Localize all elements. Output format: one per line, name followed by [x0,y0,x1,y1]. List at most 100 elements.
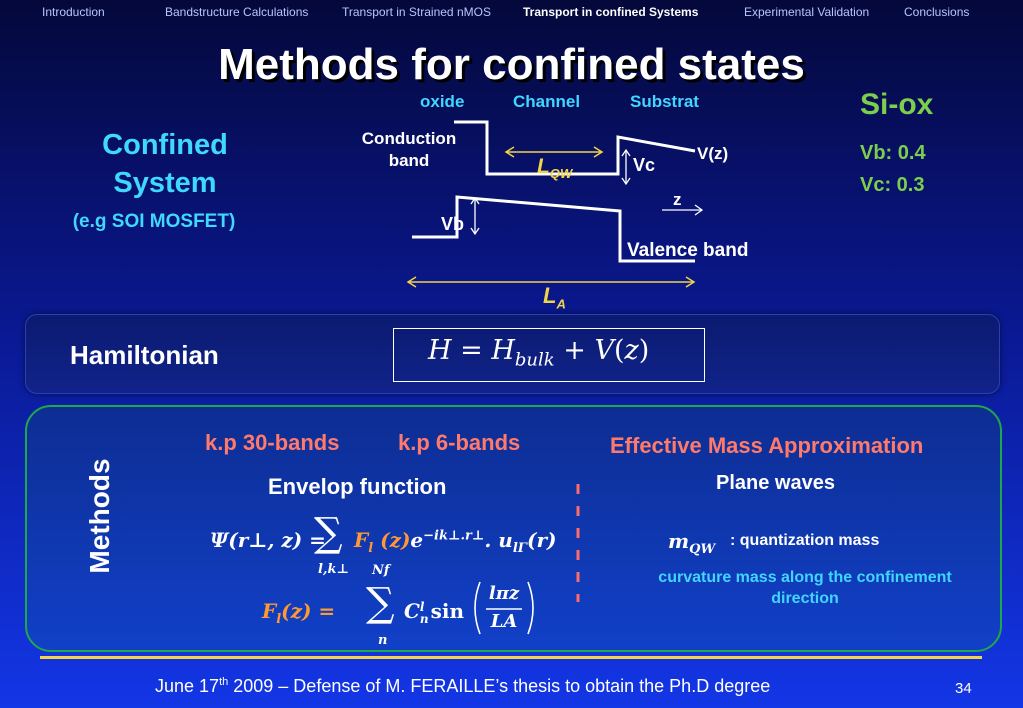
band-diagram [406,120,704,288]
eq-equals: = [460,335,483,366]
psi-rhs: Fl (z)e−ik⊥.r⊥. ulΓ(r) [354,528,556,556]
eq-h: H [428,335,452,366]
psi-u-arg: (r) [527,528,557,552]
conduction-line1: Conduction [361,129,457,148]
psi-f-sub: l [368,541,374,556]
eq-z: z [624,335,639,366]
plane-waves-label: Plane waves [716,472,835,494]
label-substrat: Substrat [630,92,699,111]
psi-fz: (z) [380,528,411,552]
sum2-lower: n [378,633,388,648]
envelop-function-label: Envelop function [268,474,447,499]
param-vc: Vc: 0.3 [860,174,925,196]
mqw-sub: QW [689,542,716,557]
hamiltonian-equation: H = Hbulk + V(z) [428,335,649,370]
label-channel: Channel [513,92,581,111]
f2-rest: (z) = [281,599,336,623]
curvature-line2: direction [771,590,839,607]
f-formula-lhs: Fl(z) = [262,599,335,627]
sum1-lower: l,k⊥ [318,562,349,577]
lqw-arrow [504,146,604,158]
label-z: z [673,190,682,209]
z-axis-arrow [662,204,704,216]
confined-line2: System [113,167,217,199]
eq-bulk-sub: bulk [514,349,555,371]
label-la: LA [543,283,566,311]
ema-label: Effective Mass Approximation [610,433,924,458]
psi-u-sub: lΓ [512,541,527,556]
label-vb: Vb [441,214,465,234]
sum-symbol-1: ∑ [314,510,343,556]
vc-arrow [621,148,631,186]
label-vc: Vc [633,155,656,175]
psi-lhs: Ψ(r⊥, z) = [210,528,326,552]
conduction-line2: band [388,151,430,170]
la-main: L [543,283,557,308]
methods-panel [25,405,1002,652]
material-name: Si-ox [860,88,934,121]
footer-text: June 17th 2009 – Defense of M. FERAILLE’… [155,676,770,697]
label-vz: V(z) [697,144,729,163]
psi-exponent: −ik⊥.r⊥ [423,528,485,544]
conduction-band-line [454,120,696,176]
eq-v: V [594,335,615,366]
f2-c-sup: l [419,599,425,614]
f2-f: F [262,599,277,623]
nav-item-confined-systems[interactable]: Transport in confined Systems [523,5,699,19]
sum-symbol-2: ∑ [366,580,395,626]
methods-side-label: Methods [84,458,115,574]
la-arrow [406,276,696,288]
label-oxide: oxide [420,92,465,111]
psi-dot: . [484,528,499,552]
psi-u: u [498,528,513,552]
footer-text-post: 2009 – Defense of M. FERAILLE’s thesis t… [228,676,771,696]
footer-text-sup: th [219,676,229,688]
f2-c: C [404,599,420,623]
label-lqw: LQW [537,155,572,181]
nav-item-bandstructure[interactable]: Bandstructure Calculations [165,5,309,19]
eq-paren-open: ( [614,335,625,366]
hamiltonian-label: Hamiltonian [70,340,219,370]
label-valence-band: Valence band [627,240,749,261]
eq-paren-close: ) [638,335,650,366]
nav-item-conclusions[interactable]: Conclusions [904,5,970,19]
mqw-m: m [668,529,690,553]
nav-item-experimental[interactable]: Experimental Validation [744,5,870,19]
lqw-sub: QW [549,166,573,182]
label-conduction-band: Conduction band [345,128,473,172]
la-sub: A [556,296,566,312]
eq-hbulk: H [491,335,515,366]
param-vb: Vb: 0.4 [860,142,926,164]
hamiltonian-equation-box [393,328,705,382]
dashed-separator [576,484,580,602]
psi-formula: Ψ(r⊥, z) = [210,528,326,552]
kp6-label: k.p 6-bands [398,430,521,455]
psi-f: F [354,528,369,552]
slide-title: Methods for confined states [218,40,805,89]
sum2-upper: Nf [372,563,390,578]
f2-sub: l [276,612,282,627]
mqw-symbol: mQW [668,529,715,557]
footer-text-pre: June 17 [155,676,220,696]
f2-c-sub: n [419,611,429,626]
page-number: 34 [955,680,972,697]
psi-e: e [410,528,424,552]
nav-item-introduction[interactable]: Introduction [42,5,105,19]
frac-denominator: LA [490,611,518,632]
frac-numerator: lπz [488,583,520,604]
footer-divider [40,656,982,659]
curvature-mass-label: curvature mass along the confinement dir… [600,567,1010,609]
curvature-line1: curvature mass along the confinement [658,569,952,586]
confined-system-heading: Confined System [55,126,275,202]
confined-example: (e.g SOI MOSFET) [72,211,236,232]
valence-band-line [412,195,695,263]
quantization-mass-label: : quantization mass [730,532,880,549]
hamiltonian-panel [25,314,1000,394]
fraction-parens [474,581,534,635]
confined-line1: Confined [102,129,228,161]
vb-arrow [470,196,480,236]
eq-plus: + [563,335,586,366]
f2-sin: sin [430,599,465,623]
nav-item-strained-nmos[interactable]: Transport in Strained nMOS [342,5,491,19]
